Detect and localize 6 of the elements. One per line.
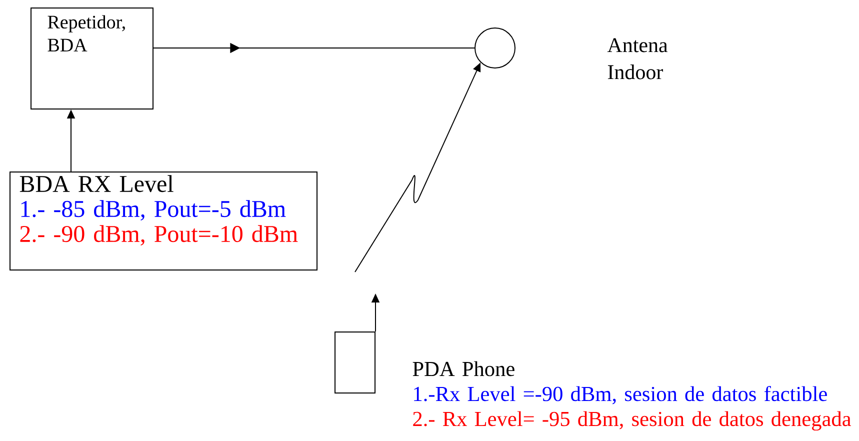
level-box: BDA RX Level 1.- -85 dBm, Pout=-5 dBm 2.- -90 dBm, Pout=-10 dBm bbox=[10, 172, 318, 270]
antenna-label: Antena Indoor bbox=[607, 38, 668, 80]
caption-text: PDA Phone 1.-Rx Level =-90 dBm, sesion de datos factible 2.- Rx Level= -95 dBm, sesion de datos denegada bbox=[412, 361, 852, 431]
antenna-circle bbox=[474, 28, 516, 68]
phone-box bbox=[334, 331, 376, 394]
repeater-box: Repetidor, BDA bbox=[30, 8, 154, 110]
